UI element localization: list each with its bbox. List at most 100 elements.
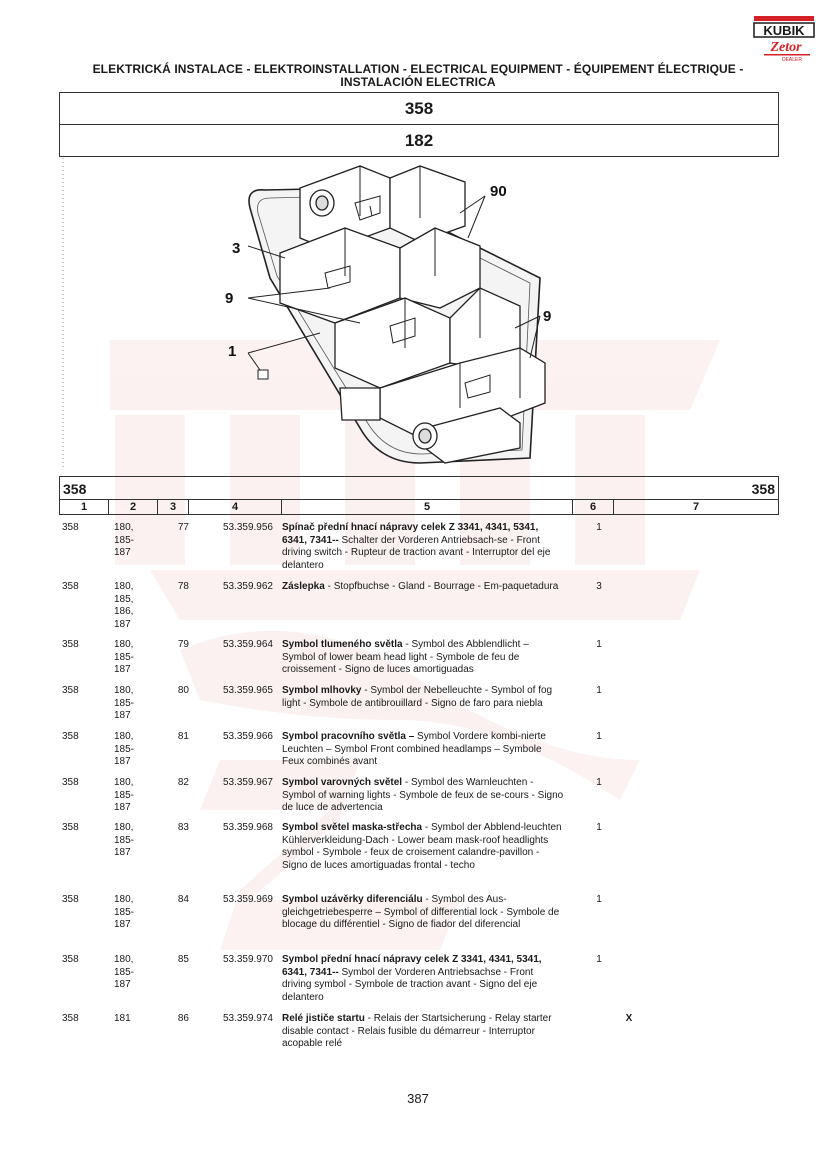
model-line: 185, bbox=[114, 593, 134, 605]
model-line: 180, bbox=[114, 522, 134, 533]
cell-group: 358 bbox=[62, 894, 79, 905]
part-name: Symbol přední hnací nápravy celek Z 3341… bbox=[282, 954, 542, 978]
model-line: 185- bbox=[114, 906, 135, 918]
cell-part-number: 53.359.962 bbox=[222, 581, 273, 592]
cell-models: 180, 185- 187 bbox=[114, 894, 154, 932]
cell-models: 180, 185, 186, 187 bbox=[114, 581, 154, 631]
cell-models: 180, 185- 187 bbox=[114, 822, 154, 860]
model-line: 185- bbox=[114, 534, 135, 546]
col-header-6: 6 bbox=[573, 500, 614, 514]
callout-1: 1 bbox=[228, 343, 236, 360]
cell-quantity: 1 bbox=[596, 639, 602, 650]
table-group-row: 358 358 bbox=[60, 477, 778, 499]
cell-models: 180, 185- 187 bbox=[114, 954, 154, 992]
cell-description: Symbol tlumeného světla - Symbol des Abb… bbox=[282, 639, 564, 677]
relay-panel-diagram: 90 3 9 9 1 bbox=[62, 158, 551, 468]
cell-quantity: 1 bbox=[596, 777, 602, 788]
page-number: 387 bbox=[407, 1091, 429, 1106]
kubik-zetor-logo: KUBIK Zetor DEALER bbox=[753, 16, 815, 63]
cell-part-number: 53.359.967 bbox=[222, 777, 273, 788]
part-translations: - Symbol des Warnleuchten - Symbol of wa… bbox=[282, 777, 564, 813]
cell-models: 180, 185- 187 bbox=[114, 731, 154, 769]
part-translations: - Symbol des Abblendlicht – Symbol of lo… bbox=[282, 639, 529, 675]
column-headers: 1 2 3 4 5 6 7 bbox=[60, 499, 778, 514]
cell-position: 83 bbox=[177, 822, 189, 833]
cell-position: 84 bbox=[177, 894, 189, 905]
model-line: 180, bbox=[114, 954, 134, 965]
col-header-3: 3 bbox=[158, 500, 189, 514]
part-name: Symbol mlhovky bbox=[282, 685, 362, 696]
callout-3: 3 bbox=[232, 240, 240, 257]
cell-position: 79 bbox=[177, 639, 189, 650]
model-line: 187 bbox=[114, 664, 131, 675]
part-name: Symbol pracovního světla – bbox=[282, 731, 415, 742]
model-line: 180, bbox=[114, 894, 134, 905]
callout-9-left: 9 bbox=[225, 290, 233, 307]
cell-note: X bbox=[625, 1013, 633, 1024]
model-line: 185- bbox=[114, 651, 135, 663]
cell-position: 82 bbox=[177, 777, 189, 788]
part-name: Symbol uzávěrky diferenciálu bbox=[282, 894, 423, 905]
cell-models: 180, 185- 187 bbox=[114, 777, 154, 815]
cell-group: 358 bbox=[62, 822, 79, 833]
model-line: 180, bbox=[114, 731, 134, 742]
cell-group: 358 bbox=[62, 522, 79, 533]
part-name: Relé jističe startu bbox=[282, 1013, 365, 1024]
cell-group: 358 bbox=[62, 1013, 79, 1024]
cell-position: 81 bbox=[177, 731, 189, 742]
model-line: 187 bbox=[114, 710, 131, 721]
model-line: 180, bbox=[114, 822, 134, 833]
cell-quantity: 1 bbox=[596, 685, 602, 696]
document-title: ELEKTRICKÁ INSTALACE - ELEKTROINSTALLATI… bbox=[70, 63, 766, 89]
cell-quantity: 1 bbox=[596, 954, 602, 965]
model-line: 187 bbox=[114, 802, 131, 813]
col-header-1: 1 bbox=[60, 500, 109, 514]
section-frame: 358 182 bbox=[59, 92, 779, 157]
model-line: 185- bbox=[114, 697, 135, 709]
part-translations: - Symbol der Nebelleuchte - Symbol of fo… bbox=[282, 685, 553, 709]
model-line: 185- bbox=[114, 789, 135, 801]
col-header-2: 2 bbox=[109, 500, 158, 514]
group-left: 358 bbox=[63, 481, 87, 497]
col-header-5: 5 bbox=[282, 500, 573, 514]
cell-description: Relé jističe startu - Relais der Startsi… bbox=[282, 1013, 564, 1051]
callout-90: 90 bbox=[490, 183, 507, 200]
part-translations: - Relais der Startsicherung - Relay star… bbox=[282, 1013, 552, 1049]
cell-description: Spínač přední hnací nápravy celek Z 3341… bbox=[282, 522, 564, 572]
part-translations: - Symbol des Aus-gleichgetriebesperre – … bbox=[282, 894, 560, 930]
cell-part-number: 53.359.969 bbox=[222, 894, 273, 905]
model-line: 180, bbox=[114, 581, 134, 592]
cell-group: 358 bbox=[62, 685, 79, 696]
group-right: 358 bbox=[751, 481, 775, 497]
part-name: Symbol světel maska-střecha bbox=[282, 822, 423, 833]
model-line: 187 bbox=[114, 547, 131, 558]
model-line: 187 bbox=[114, 756, 131, 767]
model-line: 186, bbox=[114, 606, 134, 617]
model-line: 180, bbox=[114, 639, 134, 650]
part-translations: Symbol der Vorderen Antriebsachse - Fron… bbox=[282, 966, 538, 1003]
cell-models: 180, 185- 187 bbox=[114, 685, 154, 723]
svg-text:DEALER: DEALER bbox=[782, 57, 802, 63]
cell-models: 181 bbox=[114, 1013, 154, 1026]
model-line: 187 bbox=[114, 618, 131, 630]
cell-position: 85 bbox=[177, 954, 189, 965]
model-line: 187 bbox=[114, 919, 131, 930]
cell-models: 180, 185- 187 bbox=[114, 639, 154, 677]
callout-9-right: 9 bbox=[543, 308, 551, 325]
part-translations: - Stopfbuchse - Gland - Bourrage - Em-pa… bbox=[324, 581, 559, 592]
col-header-4: 4 bbox=[189, 500, 282, 514]
cell-description: Symbol pracovního světla – Symbol Vorder… bbox=[282, 731, 564, 769]
cell-quantity: 1 bbox=[596, 731, 602, 742]
cell-quantity: 1 bbox=[596, 894, 602, 905]
part-translations: Symbol Vordere kombi-nierte Leuchten – S… bbox=[282, 731, 546, 767]
cell-part-number: 53.359.956 bbox=[222, 522, 273, 533]
parts-table-header: 358 358 1 2 3 4 5 6 7 bbox=[59, 476, 779, 515]
group-number: 358 bbox=[60, 93, 778, 125]
cell-description: Symbol přední hnací nápravy celek Z 3341… bbox=[282, 954, 564, 1004]
cell-quantity: 1 bbox=[596, 822, 602, 833]
cell-position: 80 bbox=[177, 685, 189, 696]
cell-description: Symbol mlhovky - Symbol der Nebelleuchte… bbox=[282, 685, 564, 710]
model-line: 185- bbox=[114, 834, 135, 846]
cell-quantity: 1 bbox=[596, 522, 602, 533]
cell-position: 86 bbox=[177, 1013, 189, 1024]
